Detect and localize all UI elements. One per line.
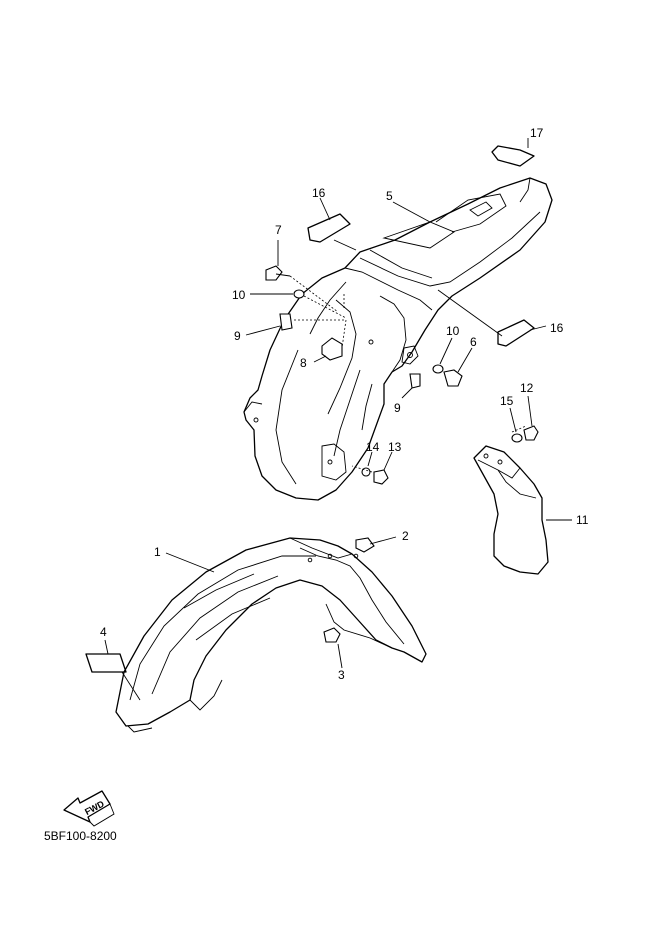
- callout-16-right: 16: [550, 321, 564, 335]
- decal-4[interactable]: [85, 653, 127, 673]
- callout-7: 7: [275, 223, 282, 237]
- bolt-7[interactable]: [265, 265, 291, 281]
- bolt-3[interactable]: [323, 627, 341, 643]
- collar-10-right[interactable]: [432, 364, 444, 374]
- leader-lines: [104, 138, 572, 701]
- front-fender[interactable]: [115, 537, 427, 733]
- callout-13: 14: [366, 440, 380, 454]
- collar-10-left[interactable]: [293, 289, 305, 299]
- callout-12: 13: [388, 440, 402, 454]
- decal-17[interactable]: [491, 145, 535, 167]
- callout-10-right: 10: [446, 324, 460, 338]
- callout-17: 17: [530, 126, 544, 140]
- callout-2: 2: [402, 529, 409, 543]
- rear-fender[interactable]: [243, 177, 553, 501]
- screw-12[interactable]: [373, 469, 389, 485]
- callout-11: 11: [576, 513, 589, 527]
- callout-3: 3: [338, 668, 345, 682]
- callout-9-right: 9: [394, 401, 401, 415]
- callout-9-left: 9: [234, 329, 241, 343]
- washer-15[interactable]: [511, 433, 523, 443]
- nut-9-right[interactable]: [409, 373, 421, 389]
- screw-14[interactable]: [523, 425, 539, 441]
- nut-9-left[interactable]: [279, 313, 293, 331]
- fwd-label: FWD: [83, 798, 106, 817]
- callout-8: 8: [300, 356, 307, 370]
- grommet-8[interactable]: [321, 337, 343, 361]
- decal-16-left[interactable]: [307, 213, 351, 243]
- fwd-arrow-icon: FWD: [63, 790, 115, 827]
- callout-4: 4: [100, 625, 107, 639]
- diagram-code: 5BF100-8200: [44, 829, 117, 843]
- bolt-6[interactable]: [443, 369, 463, 387]
- callout-6: 6: [470, 335, 477, 349]
- callout-1: 1: [154, 545, 161, 559]
- callout-14: 12: [520, 381, 534, 395]
- decal-16-right[interactable]: [497, 319, 535, 347]
- callout-15: 15: [500, 394, 514, 408]
- callout-10-left: 10: [232, 288, 246, 302]
- mud-flap[interactable]: [473, 445, 549, 575]
- callout-numbers: 17 5 16 7 10 9 8 16 10 6 9 12 15 14 13 1…: [100, 126, 589, 682]
- callout-16-left: 16: [312, 186, 326, 200]
- callout-5: 5: [386, 189, 393, 203]
- nut-2[interactable]: [355, 537, 375, 553]
